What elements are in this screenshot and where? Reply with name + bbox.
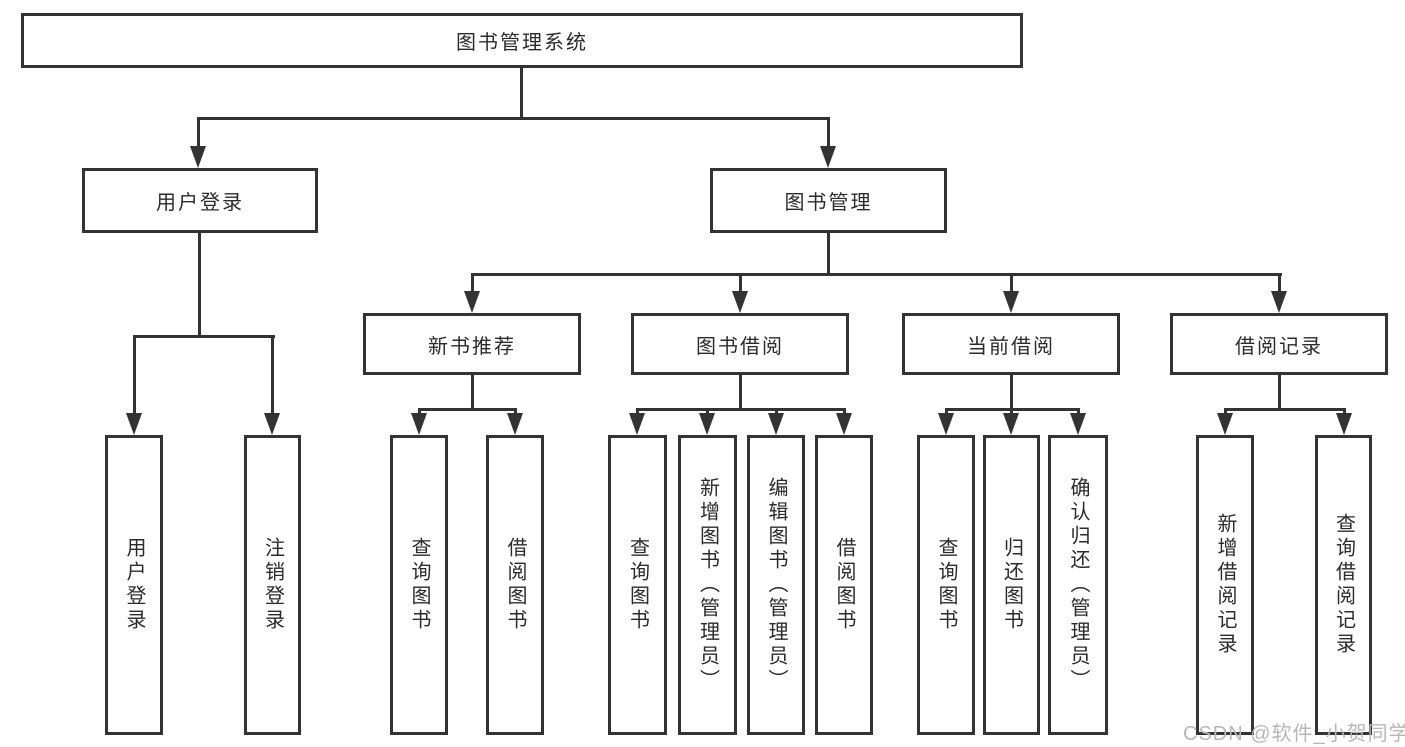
leaf-label: 确认归还（管理员）	[1067, 477, 1089, 693]
leaf-label: 查询图书	[408, 537, 430, 633]
connector-vline	[827, 117, 830, 149]
leaf-borrow-book: 借阅图书	[815, 435, 873, 735]
arrowhead-down-icon	[126, 413, 142, 435]
leaf-return-book: 归还图书	[983, 435, 1040, 735]
node-label: 图书借阅	[696, 335, 784, 358]
node-book-borrow: 图书借阅	[631, 313, 849, 375]
connector-vline	[827, 230, 830, 275]
leaf-query-book: 查询图书	[917, 435, 975, 735]
arrowhead-down-icon	[836, 413, 852, 435]
node-label: 借阅记录	[1235, 335, 1323, 358]
leaf-label: 查询借阅记录	[1332, 513, 1355, 657]
leaf-label: 归还图书	[1000, 537, 1023, 633]
arrowhead-down-icon	[1217, 413, 1233, 435]
connector-vline	[1010, 374, 1013, 410]
arrowhead-down-icon	[1336, 413, 1352, 435]
connector-hline	[197, 117, 830, 120]
leaf-label: 新增借阅记录	[1214, 513, 1236, 657]
leaf-label: 编辑图书（管理员）	[765, 477, 787, 693]
connector-vline	[1278, 374, 1281, 410]
leaf-label: 查询图书	[626, 537, 649, 633]
leaf-borrow-book: 借阅图书	[486, 435, 544, 735]
arrowhead-down-icon	[1271, 291, 1287, 313]
node-label: 图书管理	[784, 192, 873, 214]
node-label: 新书推荐	[428, 335, 516, 358]
leaf-query-book: 查询图书	[608, 435, 667, 735]
connector-vline	[271, 335, 274, 415]
connector-vline	[1010, 273, 1013, 295]
arrowhead-down-icon	[629, 413, 645, 435]
connector-vline	[198, 231, 201, 337]
arrowhead-down-icon	[1003, 291, 1019, 313]
arrowhead-down-icon	[699, 413, 715, 435]
node-book-management: 图书管理	[710, 168, 947, 233]
leaf-label: 查询图书	[935, 537, 957, 633]
node-borrow-record: 借阅记录	[1170, 313, 1388, 375]
node-root-label: 图书管理系统	[456, 32, 588, 54]
leaf-label: 借阅图书	[833, 537, 855, 633]
arrowhead-down-icon	[464, 291, 480, 313]
leaf-label: 新增图书（管理员）	[696, 477, 719, 693]
arrowhead-down-icon	[507, 413, 523, 435]
arrowhead-down-icon	[820, 146, 836, 168]
leaf-logout: 注销登录	[244, 435, 301, 735]
arrowhead-down-icon	[411, 413, 427, 435]
node-new-book-recommend: 新书推荐	[363, 313, 581, 375]
leaf-query-borrow-record: 查询借阅记录	[1315, 435, 1372, 735]
leaf-edit-book-admin: 编辑图书（管理员）	[747, 435, 805, 735]
leaf-label: 借阅图书	[504, 537, 526, 633]
arrowhead-down-icon	[190, 146, 206, 168]
node-label: 用户登录	[156, 192, 244, 214]
connector-vline	[520, 66, 523, 117]
arrowhead-down-icon	[768, 413, 784, 435]
connector-hline	[133, 335, 275, 338]
connector-vline	[133, 335, 136, 415]
node-label: 当前借阅	[967, 335, 1055, 358]
connector-hline	[471, 273, 1282, 276]
node-current-borrow: 当前借阅	[902, 313, 1120, 375]
connector-vline	[197, 117, 200, 149]
connector-hline	[1224, 408, 1345, 411]
connector-vline	[739, 273, 742, 295]
connector-vline	[471, 374, 474, 410]
watermark: CSDN @软件_小贺同学	[1183, 723, 1405, 745]
connector-vline	[471, 273, 474, 295]
connector-vline	[739, 374, 742, 410]
arrowhead-down-icon	[264, 413, 280, 435]
leaf-label: 用户登录	[123, 537, 145, 633]
leaf-query-book: 查询图书	[390, 435, 448, 735]
node-user-login: 用户登录	[82, 168, 318, 233]
leaf-add-borrow-record: 新增借阅记录	[1196, 435, 1254, 735]
node-root: 图书管理系统	[21, 13, 1023, 68]
arrowhead-down-icon	[1003, 413, 1019, 435]
leaf-label: 注销登录	[261, 537, 284, 633]
connector-vline	[1278, 273, 1281, 295]
arrowhead-down-icon	[938, 413, 954, 435]
leaf-user-login: 用户登录	[105, 435, 163, 735]
connector-hline	[636, 408, 846, 411]
leaf-confirm-return-admin: 确认归还（管理员）	[1048, 435, 1108, 735]
leaf-add-book-admin: 新增图书（管理员）	[678, 435, 737, 735]
arrowhead-down-icon	[1070, 413, 1086, 435]
connector-hline	[418, 408, 517, 411]
arrowhead-down-icon	[732, 291, 748, 313]
